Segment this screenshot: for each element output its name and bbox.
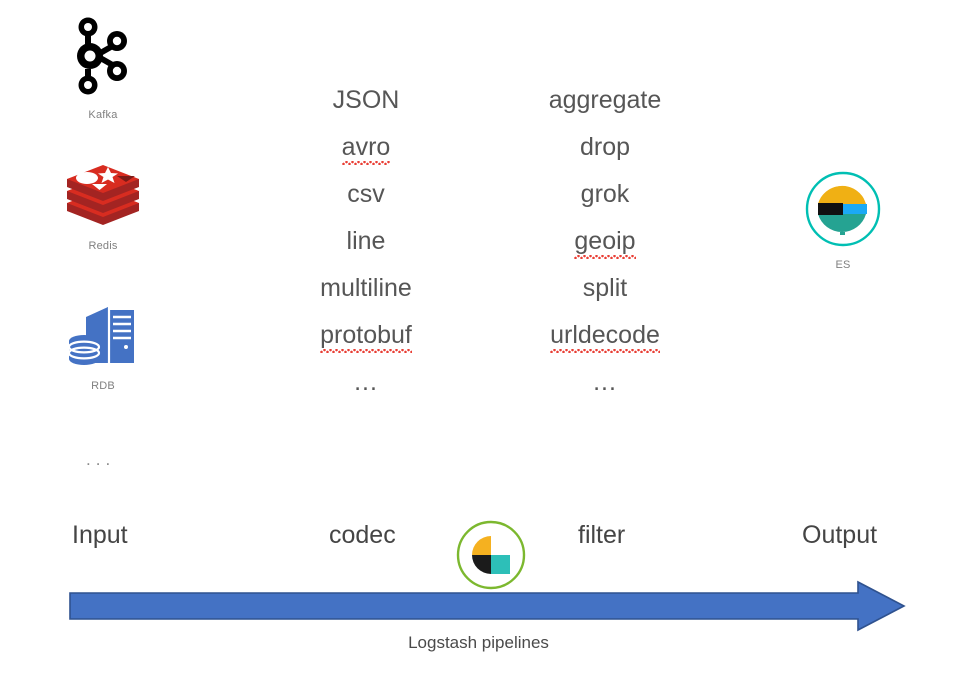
filter-item-label: urldecode xyxy=(550,321,660,349)
filter-item: grok xyxy=(490,171,720,218)
codec-items-column: JSON avro csv line multiline protobuf ..… xyxy=(251,77,481,406)
codec-item-label: multiline xyxy=(320,274,412,302)
source-label-kafka: Kafka xyxy=(88,109,118,121)
codec-more-ellipsis: ... xyxy=(354,368,378,396)
rdb-server-database-icon xyxy=(38,303,168,374)
pipeline-arrow xyxy=(68,580,906,637)
filter-item: urldecode xyxy=(490,312,720,359)
filter-items-column: aggregate drop grok geoip split urldecod… xyxy=(490,77,720,406)
codec-item: multiline xyxy=(251,265,481,312)
redis-logo xyxy=(38,163,168,234)
codec-item-label: JSON xyxy=(332,86,400,114)
filter-item: split xyxy=(490,265,720,312)
logstash-logo xyxy=(455,519,527,596)
codec-item-label: csv xyxy=(347,180,385,208)
codec-item: protobuf xyxy=(251,312,481,359)
stage-label-codec: codec xyxy=(329,521,396,549)
source-item-kafka: Kafka xyxy=(38,14,168,121)
filter-item-label: grok xyxy=(580,180,630,208)
stage-label-output: Output xyxy=(802,521,878,549)
codec-item: line xyxy=(251,218,481,265)
codec-item: avro xyxy=(251,124,481,171)
codec-item-label: avro xyxy=(341,133,391,161)
codec-item: csv xyxy=(251,171,481,218)
source-item-redis: Redis xyxy=(38,163,168,252)
filter-item: aggregate xyxy=(490,77,720,124)
output-item-es: ES xyxy=(778,170,908,271)
filter-item-label: drop xyxy=(579,133,631,161)
filter-more-ellipsis: ... xyxy=(593,368,617,396)
source-item-rdb: RDB xyxy=(38,303,168,392)
codec-item: JSON xyxy=(251,77,481,124)
pipeline-caption: Logstash pipelines xyxy=(408,633,549,652)
filter-item-label: split xyxy=(582,274,628,302)
codec-item-label: protobuf xyxy=(320,321,412,349)
output-label-es: ES xyxy=(835,259,851,271)
elasticsearch-logo xyxy=(778,170,908,253)
source-label-rdb: RDB xyxy=(91,380,115,392)
filter-item-label: aggregate xyxy=(548,86,662,114)
source-label-redis: Redis xyxy=(88,240,118,252)
stage-label-input: Input xyxy=(72,521,128,549)
filter-item: geoip xyxy=(490,218,720,265)
filter-item: drop xyxy=(490,124,720,171)
filter-item-label: geoip xyxy=(574,227,636,255)
sources-more-ellipsis: ... xyxy=(86,450,116,469)
kafka-logo xyxy=(38,14,168,103)
codec-item-label: line xyxy=(346,227,386,255)
stage-label-filter: filter xyxy=(578,521,626,549)
